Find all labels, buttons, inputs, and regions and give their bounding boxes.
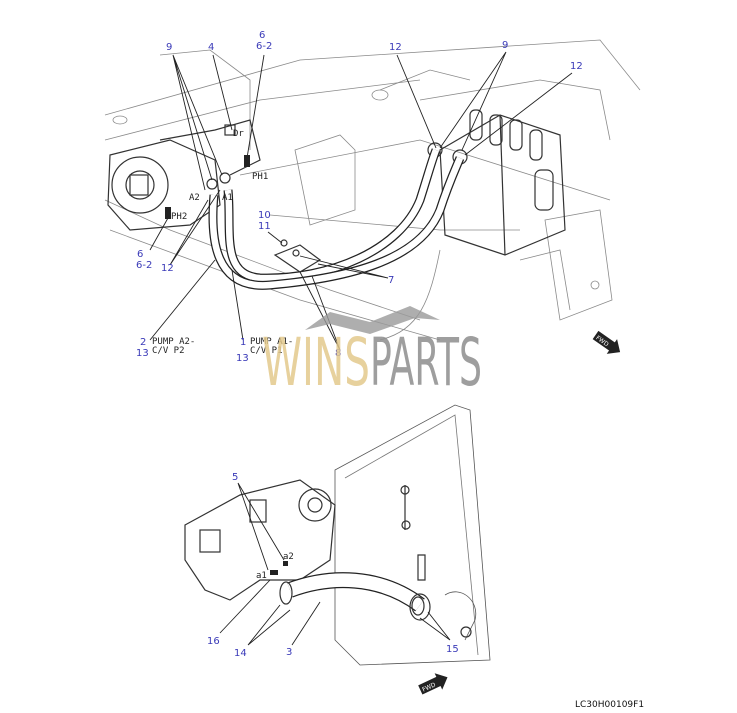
callout-6-2-left: 6-2 xyxy=(136,260,152,271)
hydraulic-pump xyxy=(107,119,261,231)
hose1-label-line1: PUMP A1- xyxy=(250,337,293,347)
leader-lines-top xyxy=(149,51,573,351)
callout-12-top: 12 xyxy=(389,42,402,53)
lower-structure xyxy=(334,404,491,666)
drawing-code: LC30H00109F1 xyxy=(575,700,644,710)
callout-13-b: 13 xyxy=(236,353,249,364)
port-ph2: PH2 xyxy=(171,212,187,222)
watermark-part1: WINS xyxy=(262,324,370,401)
port-a2-lower: a2 xyxy=(283,552,294,562)
callout-9-left: 9 xyxy=(166,42,172,53)
hose2-label-line1: PUMP A2- xyxy=(152,337,195,347)
callout-15: 15 xyxy=(446,644,459,655)
fwd-arrow-icon-lower: FWD xyxy=(418,673,448,695)
callout-6-top: 6 xyxy=(259,30,265,41)
callout-7: 7 xyxy=(388,275,394,286)
callout-3: 3 xyxy=(286,647,292,658)
port-a2: A2 xyxy=(189,193,200,203)
fwd-arrow-icon: FWD xyxy=(592,330,621,354)
hose-pump-a2-to-cv-p2 xyxy=(208,156,465,290)
watermark-logo: WINS PARTS xyxy=(262,306,482,401)
hose-clamp xyxy=(273,239,322,273)
callout-10: 10 xyxy=(258,210,271,221)
callout-12-left: 12 xyxy=(161,263,174,274)
callout-16: 16 xyxy=(207,636,220,647)
port-dr: Dr xyxy=(233,129,244,139)
suction-hose xyxy=(279,572,431,621)
port-a1-lower: a1 xyxy=(256,571,267,581)
callout-14: 14 xyxy=(234,648,247,659)
callout-8: 8 xyxy=(335,348,341,359)
leader-lines-bottom xyxy=(219,482,451,646)
callout-6-left: 6 xyxy=(137,249,143,260)
callout-2: 2 xyxy=(140,337,146,348)
upper-frame-structure xyxy=(104,39,641,341)
hose-pump-a1-to-cv-p1 xyxy=(223,148,441,283)
hose1-label-line2: C/V P1 xyxy=(250,346,283,356)
callout-4: 4 xyxy=(208,42,214,53)
callout-13-a: 13 xyxy=(136,348,149,359)
callout-1: 1 xyxy=(240,337,246,348)
callout-6-2-top: 6-2 xyxy=(256,41,272,52)
hose2-label-line2: C/V P2 xyxy=(152,346,185,356)
watermark-part2: PARTS xyxy=(370,324,482,401)
callout-11: 11 xyxy=(258,221,271,232)
callout-9-right: 9 xyxy=(502,40,508,51)
port-ph1: PH1 xyxy=(252,172,268,182)
port-a1: A1 xyxy=(222,193,233,203)
callout-12-right: 12 xyxy=(570,61,583,72)
callout-5: 5 xyxy=(232,472,238,483)
